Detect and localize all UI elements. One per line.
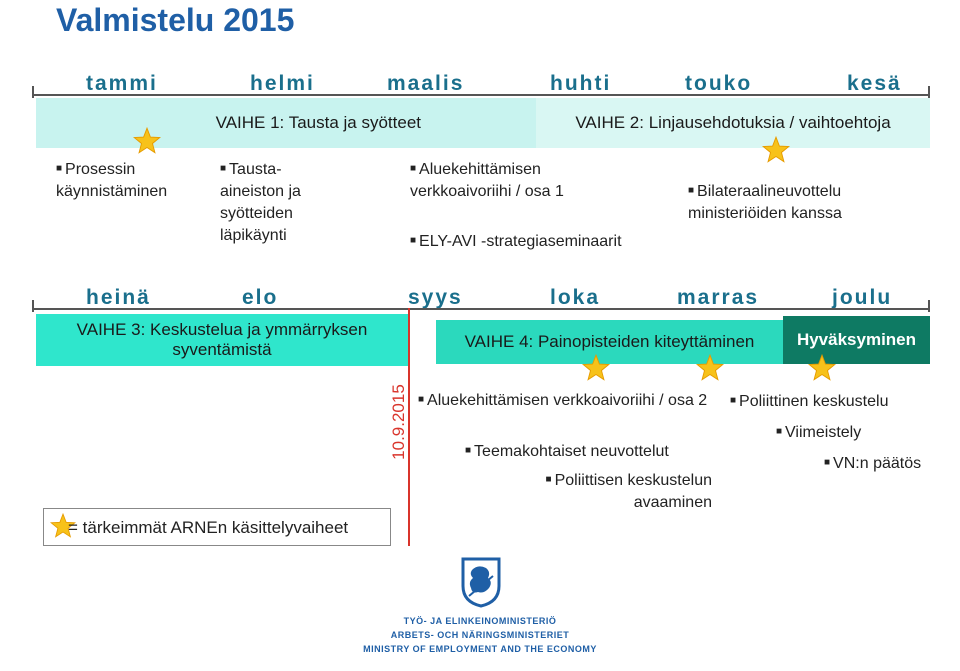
bullet-icon: ■	[220, 163, 227, 174]
lion-crest-icon	[460, 556, 502, 608]
task-text: Poliittisen keskustelun avaaminen	[554, 472, 712, 511]
month-label: tammi	[86, 72, 158, 95]
task-text: Bilateraalineuvottelu ministeriöiden kan…	[688, 183, 842, 222]
bullet-icon: ■	[418, 394, 425, 405]
phase-2-bar: VAIHE 2: Linjausehdotuksia / vaihtoehtoj…	[536, 98, 930, 148]
task-text: Aluekehittämisen verkkoaivoriihi / osa 2	[427, 392, 708, 409]
task-poliittisen: ■Poliittisen keskustelun avaaminen	[512, 469, 712, 514]
axis-tick	[928, 86, 930, 98]
task-teema: ■Teemakohtaiset neuvottelut	[465, 440, 725, 463]
month-label: loka	[550, 286, 601, 309]
axis-tick	[928, 300, 930, 312]
month-label: helmi	[250, 72, 315, 95]
logo-line-3: MINISTRY OF EMPLOYMENT AND THE ECONOMY	[363, 644, 597, 654]
star-icon	[808, 354, 836, 382]
month-label: syys	[408, 286, 463, 309]
phase-5-bar: Hyväksyminen	[783, 316, 930, 364]
axis-line	[32, 94, 930, 96]
star-icon	[582, 354, 610, 382]
task-ely: ■ELY-AVI -strategiaseminaarit	[410, 230, 660, 253]
phase-2-label: VAIHE 2: Linjausehdotuksia / vaihtoehtoj…	[575, 113, 891, 132]
month-label: marras	[677, 286, 760, 309]
task-text: Tausta-aineiston ja syötteiden läpikäynt…	[220, 161, 301, 244]
task-text: Viimeistely	[785, 424, 862, 441]
phase-1-bar: VAIHE 1: Tausta ja syötteet	[36, 98, 541, 148]
ministry-logo: TYÖ- JA ELINKEINOMINISTERIÖ ARBETS- OCH …	[360, 554, 600, 666]
task-text: Poliittinen keskustelu	[739, 393, 889, 410]
phase-4-label: VAIHE 4: Painopisteiden kiteyttäminen	[464, 332, 755, 351]
logo-line-2: ARBETS- OCH NÄRINGSMINISTERIET	[390, 630, 570, 640]
task-text: ELY-AVI -strategiaseminaarit	[419, 233, 622, 250]
month-label: kesä	[847, 72, 902, 95]
legend-box: = tärkeimmät ARNEn käsittelyvaiheet	[43, 508, 391, 546]
task-viimeistely: ■Viimeistely	[776, 421, 926, 444]
task-text: Prosessin käynnistäminen	[56, 161, 168, 200]
bullet-icon: ■	[776, 426, 783, 437]
star-icon	[50, 513, 76, 539]
logo-line-1: TYÖ- JA ELINKEINOMINISTERIÖ	[403, 616, 557, 626]
task-bilat: ■Bilateraalineuvottelu ministeriöiden ka…	[688, 180, 888, 225]
axis-line	[32, 308, 930, 310]
month-label: elo	[242, 286, 279, 309]
timeline-bottom: heinä elo syys loka marras joulu	[32, 286, 932, 316]
task-text: Teemakohtaiset neuvottelut	[474, 443, 669, 460]
bullet-icon: ■	[545, 474, 552, 485]
timeline-top: tammi helmi maalis huhti touko kesä	[32, 72, 932, 102]
bullet-icon: ■	[410, 163, 417, 174]
month-label: touko	[685, 72, 753, 95]
date-marker-label: 10.9.2015	[389, 384, 408, 460]
task-vn: ■VN:n päätös	[824, 452, 944, 475]
bullet-icon: ■	[56, 163, 63, 174]
month-label: maalis	[387, 72, 465, 95]
month-label: joulu	[832, 286, 893, 309]
bullet-icon: ■	[688, 185, 695, 196]
star-icon	[696, 354, 724, 382]
legend-text: = tärkeimmät ARNEn käsittelyvaiheet	[68, 518, 349, 537]
task-text: VN:n päätös	[833, 455, 922, 472]
date-marker-line	[408, 308, 410, 546]
month-label: heinä	[86, 286, 151, 309]
phase-1-label: VAIHE 1: Tausta ja syötteet	[215, 113, 421, 132]
task-aluekehitt2: ■Aluekehittämisen verkkoaivoriihi / osa …	[418, 389, 708, 412]
task-tausta: ■Tausta-aineiston ja syötteiden läpikäyn…	[220, 158, 335, 247]
axis-tick	[32, 300, 34, 312]
page-title: Valmistelu 2015	[56, 2, 295, 38]
bullet-icon: ■	[410, 235, 417, 246]
task-prosessin: ■Prosessin käynnistäminen	[56, 158, 206, 203]
phase-3-label: VAIHE 3: Keskustelua ja ymmärryksen syve…	[76, 320, 368, 359]
axis-tick	[32, 86, 34, 98]
task-text: Aluekehittämisen verkkoaivoriihi / osa 1	[410, 161, 564, 200]
task-poliittinen: ■Poliittinen keskustelu	[730, 390, 930, 413]
month-label: huhti	[550, 72, 612, 95]
phase-4-bar: VAIHE 4: Painopisteiden kiteyttäminen	[436, 320, 783, 364]
star-icon	[133, 127, 161, 155]
bullet-icon: ■	[824, 457, 831, 468]
phase-5-label: Hyväksyminen	[796, 330, 917, 349]
bullet-icon: ■	[730, 395, 737, 406]
phase-3-bar: VAIHE 3: Keskustelua ja ymmärryksen syve…	[36, 314, 408, 366]
star-icon	[762, 136, 790, 164]
task-aluekehitt: ■Aluekehittämisen verkkoaivoriihi / osa …	[410, 158, 610, 203]
bullet-icon: ■	[465, 445, 472, 456]
